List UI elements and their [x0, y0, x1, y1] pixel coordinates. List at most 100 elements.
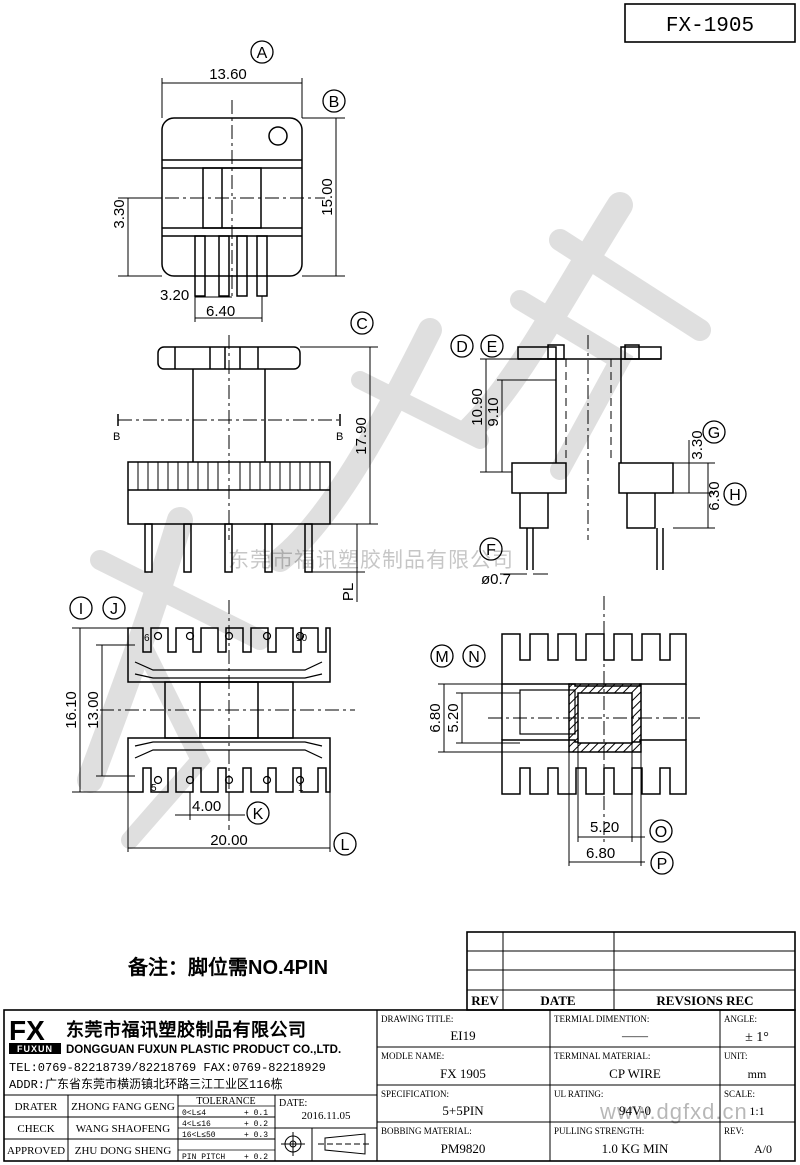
- dim-width-13-60: 13.60: [209, 66, 247, 83]
- callout-o: O: [655, 824, 667, 841]
- note-text: 备注：脚位需NO.4PIN: [127, 955, 328, 979]
- terminal-dimension-label: TERMIAL DIMENTION:: [554, 1014, 649, 1024]
- date-value: 2016.11.05: [301, 1110, 351, 1122]
- dim-pin-diameter: ø0.7: [481, 571, 511, 588]
- revisions-header: REVSIONS REC: [656, 993, 753, 1008]
- dim-20-00: 20.00: [210, 832, 248, 849]
- drawing-number: FX-1905: [666, 15, 754, 38]
- dim-10-90: 10.90: [469, 388, 486, 426]
- drawing-title-label: DRAWING TITLE:: [381, 1014, 453, 1024]
- site-watermark: www.dgfxd.cn: [599, 1099, 748, 1124]
- pulling-strength-label: PULLING STRENGTH:: [554, 1126, 644, 1136]
- pin-label-1: 1: [298, 783, 304, 794]
- tolerance-range-3: 16<L≤50: [182, 1131, 216, 1140]
- dim-6-80-bottom: 6.80: [586, 845, 615, 862]
- rev-label: REV:: [724, 1126, 744, 1136]
- pulling-strength-value: 1.0 KG MIN: [602, 1141, 669, 1156]
- check-name: WANG SHAOFENG: [76, 1123, 170, 1135]
- terminal-dimension-value: ——: [621, 1028, 649, 1043]
- tolerance-value-2: + 0.2: [244, 1120, 268, 1129]
- dim-13-00: 13.00: [85, 691, 102, 729]
- drater-label: DRATER: [15, 1101, 58, 1113]
- dim-3-30-left: 3.30: [111, 199, 128, 228]
- callouts: [69, 40, 747, 875]
- rev-value: A/0: [754, 1142, 772, 1156]
- terminal-material-value: CP WIRE: [609, 1066, 661, 1081]
- callout-m: M: [435, 649, 448, 666]
- tolerance-range-2: 4<L≤16: [182, 1120, 211, 1129]
- approved-name: ZHU DONG SHENG: [75, 1145, 172, 1157]
- dim-3-30-right: 3.30: [689, 430, 706, 459]
- pin-label-6: 6: [144, 633, 150, 644]
- callout-k: K: [253, 806, 264, 823]
- tolerance-value-1: + 0.1: [244, 1109, 268, 1118]
- title-fields: DRAWING TITLE: EI19 TERMIAL DIMENTION: —…: [381, 1014, 772, 1156]
- tolerance-range-4: PIN PITCH: [182, 1153, 225, 1162]
- dim-5-20-left: 5.20: [445, 703, 462, 732]
- bottom-view: [72, 600, 355, 852]
- logo-subtext: FUXUN: [17, 1044, 53, 1054]
- scale-label: SCALE:: [724, 1089, 755, 1099]
- callout-j: J: [110, 601, 118, 618]
- angle-label: ANGLE:: [724, 1014, 757, 1024]
- dim-4-00: 4.00: [192, 798, 221, 815]
- tolerance-title: TOLERANCE: [196, 1096, 255, 1107]
- callout-f: F: [486, 542, 496, 559]
- tolerance-value-4: + 0.2: [244, 1153, 268, 1162]
- drawing-number-box: FX-1905: [624, 3, 796, 43]
- side-view-labels: 10.90 9.10 3.30 6.30 ø0.7: [469, 388, 723, 588]
- section-view: [438, 596, 700, 866]
- dim-6-30: 6.30: [706, 481, 723, 510]
- dim-6-40: 6.40: [206, 303, 235, 320]
- dim-height-15-00: 15.00: [319, 178, 336, 216]
- callout-b: B: [329, 94, 340, 111]
- unit-label: UNIT:: [724, 1051, 748, 1061]
- module-name-label: MODLE NAME:: [381, 1051, 444, 1061]
- projection-symbol: [281, 1132, 372, 1156]
- section-label-right: B: [336, 431, 343, 443]
- drater-name: ZHONG FANG GENG: [71, 1101, 175, 1113]
- callout-e: E: [487, 339, 498, 356]
- rev-header: REV: [471, 993, 499, 1008]
- dim-5-20-bottom: 5.20: [590, 819, 619, 836]
- module-name-value: FX 1905: [440, 1066, 486, 1081]
- front-view: [117, 335, 378, 602]
- callout-h: H: [729, 487, 741, 504]
- section-label-left: B: [113, 431, 120, 443]
- pin-label-10: 10: [296, 633, 308, 644]
- bottom-view-labels: 6 10 5 1 16.10 13.00 4.00 20.00: [63, 633, 308, 849]
- bobbin-material-value: PM9820: [441, 1141, 486, 1156]
- angle-value: ± 1°: [745, 1030, 769, 1045]
- logo-text: FX: [9, 1015, 45, 1046]
- callout-i: I: [79, 601, 83, 618]
- dim-9-10: 9.10: [485, 397, 502, 426]
- ul-rating-label: UL RATING:: [554, 1089, 603, 1099]
- company-address: ADDR:广东省东莞市横沥镇北环路三江工业区116栋: [9, 1076, 283, 1092]
- watermark-brush-logo: [77, 192, 711, 849]
- top-view: [118, 78, 345, 322]
- tolerance-range-1: 0<L≤4: [182, 1109, 206, 1118]
- dim-17-90: 17.90: [353, 417, 370, 455]
- specification-value: 5+5PIN: [442, 1103, 484, 1118]
- check-label: CHECK: [17, 1123, 54, 1135]
- callout-g: G: [708, 425, 720, 442]
- unit-value: mm: [748, 1067, 767, 1081]
- dim-3-20: 3.20: [160, 287, 189, 304]
- scale-value: 1:1: [749, 1104, 764, 1118]
- section-view-labels: 6.80 5.20 5.20 6.80: [427, 703, 619, 862]
- date-header: DATE: [540, 993, 575, 1008]
- title-block-grid: [3, 1009, 796, 1162]
- specification-label: SPECIFICATION:: [381, 1089, 449, 1099]
- callout-a: A: [257, 45, 268, 62]
- drawing-title-value: EI19: [450, 1028, 475, 1043]
- date-label: DATE:: [279, 1098, 307, 1109]
- pin-label-5: 5: [151, 783, 157, 794]
- side-view: [480, 335, 715, 575]
- callout-p: P: [657, 856, 668, 873]
- dim-6-80-left: 6.80: [427, 703, 444, 732]
- dim-16-10: 16.10: [63, 691, 80, 729]
- callout-l: L: [341, 837, 350, 854]
- callout-d: D: [456, 339, 468, 356]
- tolerance-value-3: + 0.3: [244, 1131, 268, 1140]
- company-name-en: DONGGUAN FUXUN PLASTIC PRODUCT CO.,LTD.: [66, 1044, 341, 1056]
